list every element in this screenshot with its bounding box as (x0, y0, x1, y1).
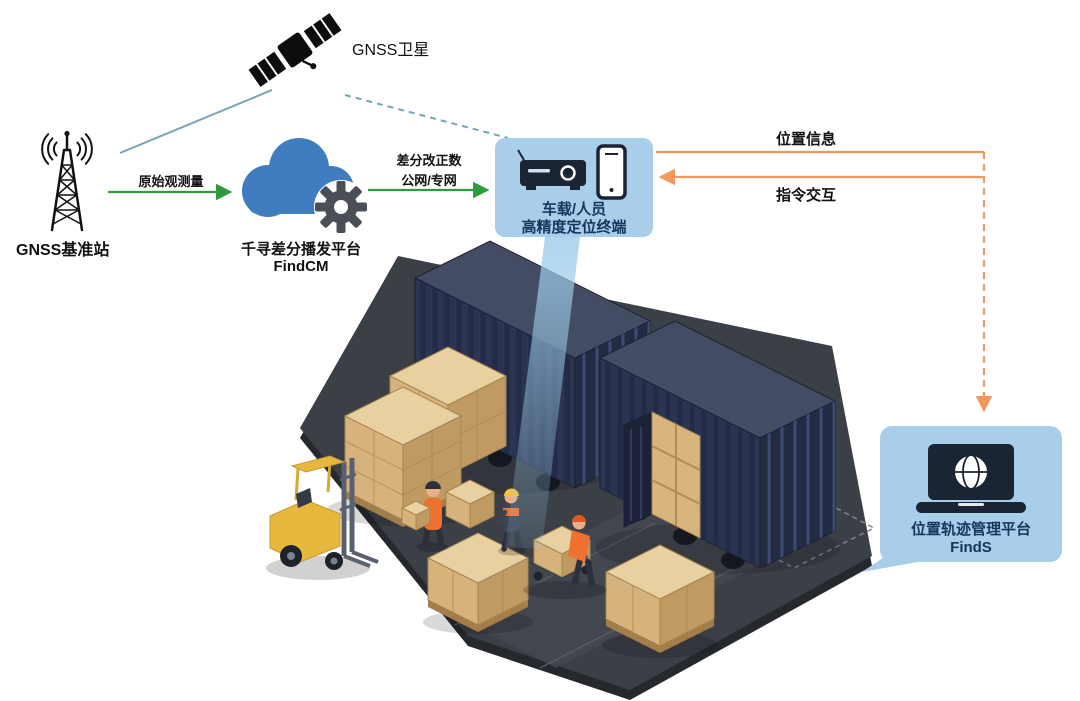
radio-tower-icon (41, 130, 93, 232)
worker-carrying-box (400, 481, 448, 552)
ground-marked-area (754, 507, 876, 569)
globe-icon (953, 454, 989, 490)
small-box-stack (444, 479, 496, 529)
forklift (266, 455, 379, 580)
terminal-bubble (495, 138, 653, 237)
satellite-to-station-line (119, 89, 273, 154)
command-exchange-label: 指令交互 (775, 187, 836, 204)
satellite-to-terminal-line (344, 94, 509, 139)
terminal-label-1: 车载/人员 (541, 201, 607, 218)
pallet-single-right (604, 544, 716, 653)
cloud-platform-name: 千寻差分播发平台 (240, 241, 361, 258)
management-platform-product: FindS (950, 539, 992, 556)
shipping-container-right (598, 320, 837, 569)
ground-walkway (436, 504, 762, 668)
pallet-stack-front (343, 386, 463, 527)
gnss-satellite-icon (248, 13, 342, 87)
raw-observation-label: 原始观测量 (138, 174, 204, 189)
laptop-icon (916, 444, 1026, 513)
base-station-label: GNSS基准站 (16, 242, 110, 259)
worker-pallet-jack (568, 515, 595, 587)
management-bubble (862, 426, 1062, 572)
management-platform-name: 位置轨迹管理平台 (910, 521, 1031, 538)
warehouse-scene (266, 237, 876, 700)
cloud-icon (242, 138, 368, 234)
corrections-label-2: 公网/专网 (401, 173, 457, 188)
position-info-label: 位置信息 (775, 131, 836, 148)
vehicle-terminal-icon (517, 149, 586, 190)
signal-waves-icon (41, 133, 93, 165)
terminal-label-2: 高精度定位终端 (521, 219, 627, 236)
positioning-beam (505, 237, 580, 548)
satellite-label: GNSS卫星 (352, 42, 430, 59)
open-container-door (623, 411, 701, 539)
cloud-platform-product: FindCM (273, 258, 329, 275)
gear-icon (315, 181, 367, 233)
corrections-label-1: 差分改正数 (396, 153, 462, 168)
smartphone-icon (596, 144, 627, 200)
